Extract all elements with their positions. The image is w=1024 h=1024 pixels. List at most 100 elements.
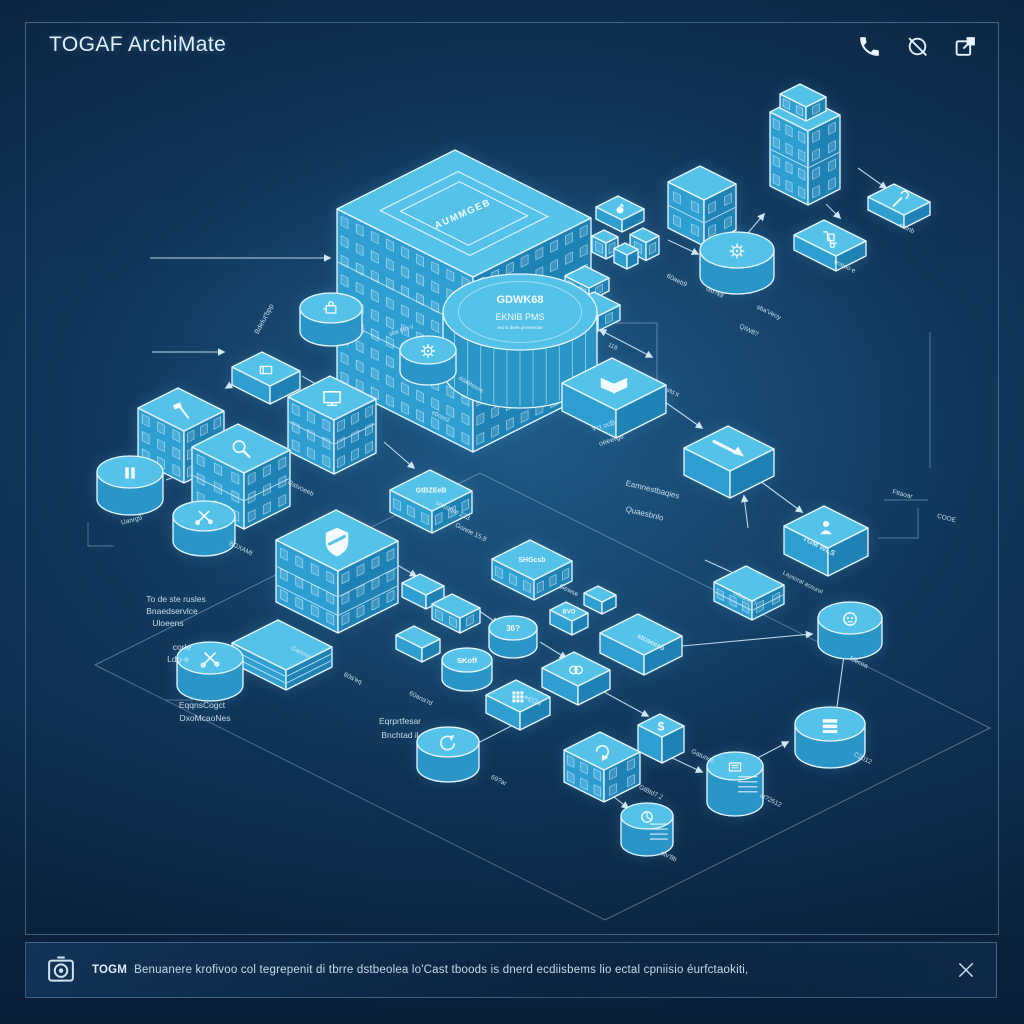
slab-book xyxy=(561,357,667,439)
slab-shbg: SHGcsb xyxy=(491,539,573,601)
svg-text:Quaesbnlo: Quaesbnlo xyxy=(625,505,665,523)
notification-text: TOGM Benuanere krofivoo col tegrepenit di… xyxy=(92,964,748,976)
svg-text:Eqrprtfesar: Eqrprtfesar xyxy=(379,716,421,726)
svg-text:60ana'rd: 60ana'rd xyxy=(408,690,434,707)
phone-icon[interactable] xyxy=(857,34,882,59)
svg-text:$: $ xyxy=(658,720,665,734)
cyl-file xyxy=(794,706,866,769)
apple-slab xyxy=(595,195,645,233)
slab-grid xyxy=(485,679,551,731)
slab-handtruck xyxy=(793,219,867,272)
tools-icon xyxy=(195,510,213,526)
svg-text:GDWK68: GDWK68 xyxy=(496,294,543,306)
cyl-wrench xyxy=(172,500,236,557)
close-icon[interactable] xyxy=(956,960,976,980)
svg-text:69?ar: 69?ar xyxy=(490,774,509,788)
pie-icon xyxy=(641,811,653,823)
svg-text:Ldo-e: Ldo-e xyxy=(167,654,189,664)
building-sm xyxy=(563,731,641,803)
notification-caption: Benuanere krofivoo col tegrepenit di tbr… xyxy=(134,964,749,976)
svg-text:Gewse: Gewse xyxy=(558,583,580,598)
slab-wrench-far xyxy=(867,183,931,229)
tower-cap xyxy=(779,83,827,122)
longbox-right xyxy=(713,565,785,621)
external-link-icon[interactable] xyxy=(953,34,978,59)
svg-text:Fttaoar: Fttaoar xyxy=(892,489,914,501)
pause-icon xyxy=(125,467,135,479)
svg-text:Gorele 15.8: Gorele 15.8 xyxy=(454,522,488,543)
curvarrow-icon xyxy=(595,745,609,761)
svg-text:Gstvoeeb: Gstvoeeb xyxy=(287,479,315,498)
cyl-docs xyxy=(706,751,764,817)
slab-arrow xyxy=(683,425,775,499)
svg-text:corle: corle xyxy=(173,642,192,652)
magnifier-icon xyxy=(232,440,251,459)
svg-text:Gatunoo: Gatunoo xyxy=(690,748,716,765)
cyl-tools xyxy=(176,641,244,702)
svg-text:sba'Veoy: sba'Veoy xyxy=(755,304,782,322)
mini-cube-c xyxy=(613,242,639,270)
cyl-gear xyxy=(399,335,457,386)
cyl-conveyor xyxy=(699,231,775,295)
tools-icon xyxy=(200,652,220,668)
cyl-362: 36? xyxy=(488,615,538,659)
docs-icon xyxy=(728,762,742,772)
face-icon xyxy=(843,612,857,626)
svg-text:GtBZEeB: GtBZEeB xyxy=(416,488,447,495)
gear-icon xyxy=(729,243,745,259)
book-icon xyxy=(600,377,628,395)
cyl-puzzle xyxy=(299,292,363,347)
grid-icon xyxy=(512,691,524,703)
mini-cube-a xyxy=(591,229,619,260)
smallbox-byo: BVO xyxy=(549,601,589,636)
gear-icon xyxy=(421,344,435,358)
svg-text:Eamnestbaqies: Eamnestbaqies xyxy=(625,479,681,501)
svg-text:Uanrg9: Uanrg9 xyxy=(120,514,143,526)
svg-text:DxoMcaoNes: DxoMcaoNes xyxy=(179,713,230,723)
svg-text:BVO: BVO xyxy=(562,610,575,616)
svg-text:SHGcsb: SHGcsb xyxy=(518,557,545,564)
recycle-icon xyxy=(440,734,456,751)
svg-text:sfd tt: sfd tt xyxy=(665,388,680,399)
plate-icon xyxy=(259,365,273,375)
cyl-pause xyxy=(96,455,164,516)
notification-brand: TOGM xyxy=(92,964,128,976)
svg-text:EKNIB PMS: EKNIB PMS xyxy=(495,312,544,322)
wrench-icon xyxy=(892,190,909,208)
slab-brain xyxy=(541,651,611,706)
svg-text:Bnaedservlce: Bnaedservlce xyxy=(146,606,198,616)
notification-bar: TOGM Benuanere krofivoo col tegrepenit di… xyxy=(25,942,997,998)
svg-text:GtBtd7.2: GtBtd7.2 xyxy=(638,784,664,802)
svg-text:Bnchtad il: Bnchtad il xyxy=(381,730,418,740)
smallbox-b xyxy=(431,593,481,634)
svg-text:To de ste rusles: To de ste rusles xyxy=(146,594,206,604)
svg-text:SKoff: SKoff xyxy=(457,656,477,665)
brain-icon xyxy=(569,665,583,675)
slab-small-left xyxy=(231,351,301,405)
smallbox-a xyxy=(401,573,445,610)
hammer-icon xyxy=(172,402,190,419)
filebars-icon xyxy=(822,719,838,734)
slab-stack-left xyxy=(231,619,333,691)
slab-tgm xyxy=(783,505,869,577)
apple-icon xyxy=(616,203,624,214)
blocked-circle-icon[interactable] xyxy=(905,34,930,59)
svg-text:QIW8?: QIW8? xyxy=(738,323,760,338)
svg-text:Uloeens: Uloeens xyxy=(152,618,183,628)
smallbox-d xyxy=(395,625,441,663)
camera-frame-icon xyxy=(46,955,76,985)
dollar-icon: $ xyxy=(658,720,665,734)
svg-text:sed b dnee pevneecae: sed b dnee pevneecae xyxy=(497,325,543,330)
page-title: TOGAF ArchiMate xyxy=(49,33,227,56)
puzzle-icon xyxy=(323,301,337,314)
header-toolbar xyxy=(857,34,978,59)
svg-text:Bdelut'bpp: Bdelut'bpp xyxy=(254,303,276,335)
box-dollar: $ xyxy=(637,713,685,764)
cube-shield xyxy=(275,509,399,634)
cyl-skoff: SKoff xyxy=(441,647,493,692)
slab-label-a: GtBZEeB xyxy=(389,469,473,534)
svg-text:60a'eq: 60a'eq xyxy=(342,671,363,686)
